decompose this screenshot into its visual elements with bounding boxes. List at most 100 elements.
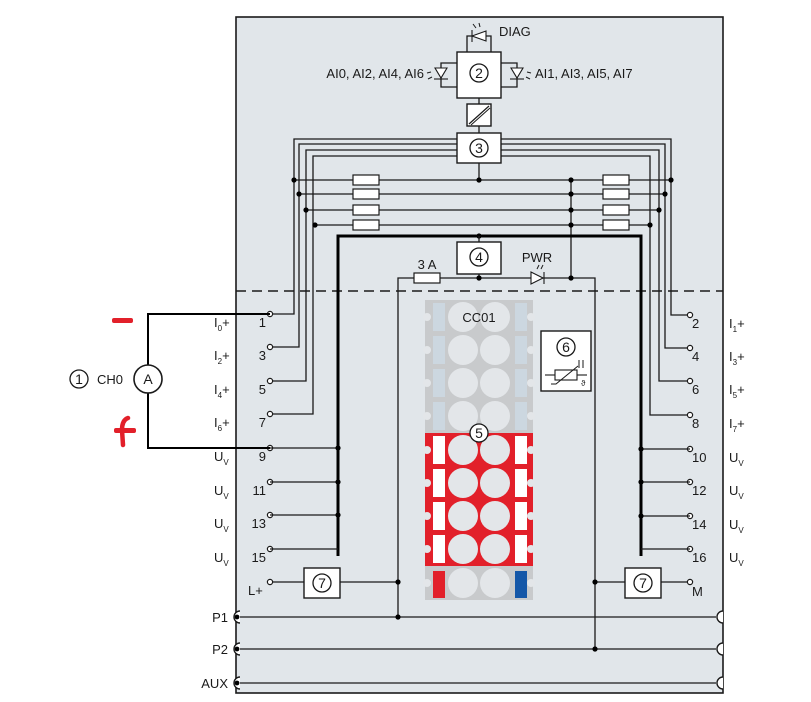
- terminal-signal-label: UV: [729, 483, 744, 501]
- callout-3: 3: [469, 138, 489, 158]
- connector-screw-hole: [448, 534, 478, 564]
- terminal-signal-label: UV: [214, 483, 229, 501]
- callout-6: 6: [556, 337, 576, 357]
- diag-led-icon: [470, 22, 487, 42]
- terminal-number: 11: [253, 483, 267, 498]
- connector-screw-hole: [480, 534, 510, 564]
- connector-screw-hole: [480, 401, 510, 431]
- right-signal-lines: [501, 138, 690, 416]
- terminal-4[interactable]: [686, 344, 694, 352]
- svg-text:3: 3: [475, 140, 483, 156]
- channel-led-left: [426, 62, 457, 88]
- protection-block-left: [303, 567, 341, 599]
- led-label-left: AI0, AI2, AI4, AI6: [326, 66, 424, 81]
- terminal-3[interactable]: [266, 343, 274, 351]
- terminal-lplus[interactable]: [266, 578, 274, 586]
- terminal-6[interactable]: [686, 377, 694, 385]
- thermistor-icon: ϑ: [545, 360, 587, 388]
- callout-7-left: 7: [312, 573, 332, 593]
- terminal-7[interactable]: [266, 410, 274, 418]
- connector-latch: [515, 502, 527, 530]
- junction-dots: [291, 177, 674, 228]
- terminal-number: 4: [692, 349, 699, 364]
- terminal-signal-label: I7+: [729, 416, 745, 434]
- backplane-buses: [233, 610, 724, 690]
- connector-latch: [515, 535, 527, 563]
- svg-text:6: 6: [562, 339, 570, 355]
- connector-screw-hole: [480, 335, 510, 365]
- shunt-resistors-left: [352, 174, 380, 231]
- uv-supply-bus: [336, 233, 643, 556]
- terminal-signal-label: I1+: [729, 316, 745, 334]
- terminal-number: 1: [259, 315, 266, 330]
- terminal-number: 16: [692, 550, 706, 565]
- terminal-signal-label: I6+: [214, 415, 230, 433]
- svg-text:4: 4: [475, 249, 483, 265]
- terminal-number: 5: [259, 382, 266, 397]
- pwr-led-icon: [530, 264, 545, 285]
- terminal-m[interactable]: [686, 578, 694, 586]
- blue-polarity-marker: [515, 571, 527, 598]
- connector-latch: [515, 469, 527, 497]
- callout-5: 5: [469, 423, 489, 443]
- terminal-number: 8: [692, 416, 699, 431]
- connector-latch: [515, 303, 527, 331]
- connector-latch: [433, 402, 445, 430]
- connector-latch: [433, 303, 445, 331]
- svg-text:5: 5: [475, 425, 483, 441]
- terminal-number: 10: [692, 450, 706, 465]
- channel-label: CH0: [97, 372, 123, 387]
- terminal-signal-label: I5+: [729, 382, 745, 400]
- diag-label: DIAG: [499, 24, 531, 39]
- isolation-icon: [468, 105, 490, 125]
- channel-led-right: [501, 62, 532, 88]
- coding-element-label: CC01: [462, 310, 495, 325]
- minus-sign: [112, 318, 133, 323]
- connector-screw-hole: [448, 368, 478, 398]
- bus-label-aux: AUX: [201, 676, 228, 691]
- terminal-number: 6: [692, 382, 699, 397]
- callout-1: 1: [69, 369, 89, 389]
- terminal-2[interactable]: [686, 311, 694, 319]
- terminal-number: 13: [252, 516, 266, 531]
- terminal-5[interactable]: [266, 377, 274, 385]
- terminal-m-label: M: [692, 584, 703, 599]
- connector-screw-hole: [480, 435, 510, 465]
- terminal-8[interactable]: [686, 411, 694, 419]
- connector-latch: [515, 369, 527, 397]
- terminal-signal-label: I3+: [729, 349, 745, 367]
- terminal-signal-label: UV: [729, 550, 744, 568]
- bus-label-p2: P2: [212, 642, 228, 657]
- terminal-signal-label: UV: [214, 516, 229, 534]
- red-polarity-marker: [433, 571, 445, 598]
- connector-screw-hole: [448, 435, 478, 465]
- connector-screw-hole: [480, 302, 510, 332]
- terminal-signal-label: I4+: [214, 382, 230, 400]
- front-connector: [423, 300, 535, 600]
- fuse-label: 3 A: [418, 257, 437, 272]
- bus-label-p1: P1: [212, 610, 228, 625]
- left-signal-lines: [270, 138, 457, 415]
- terminal-signal-label: UV: [214, 449, 229, 467]
- svg-text:7: 7: [639, 575, 647, 591]
- connector-screw-hole: [480, 501, 510, 531]
- external-circuit: A 1 CH0: [69, 313, 270, 449]
- connector-screw-hole: [448, 302, 478, 332]
- connector-latch: [433, 535, 445, 563]
- connector-latch: [433, 436, 445, 464]
- connector-latch: [515, 436, 527, 464]
- plus-sign: [114, 415, 136, 448]
- ammeter-label: A: [143, 371, 153, 387]
- fuse: [413, 272, 441, 284]
- callout-4: 4: [469, 247, 489, 267]
- led-label-right: AI1, AI3, AI5, AI7: [535, 66, 633, 81]
- connector-screw-hole: [448, 401, 478, 431]
- terminal-signal-label: I2+: [214, 348, 230, 366]
- svg-text:1: 1: [75, 371, 83, 387]
- connector-latch: [433, 469, 445, 497]
- terminal-signal-label: UV: [214, 550, 229, 568]
- connector-latch: [433, 369, 445, 397]
- terminal-number: 2: [692, 316, 699, 331]
